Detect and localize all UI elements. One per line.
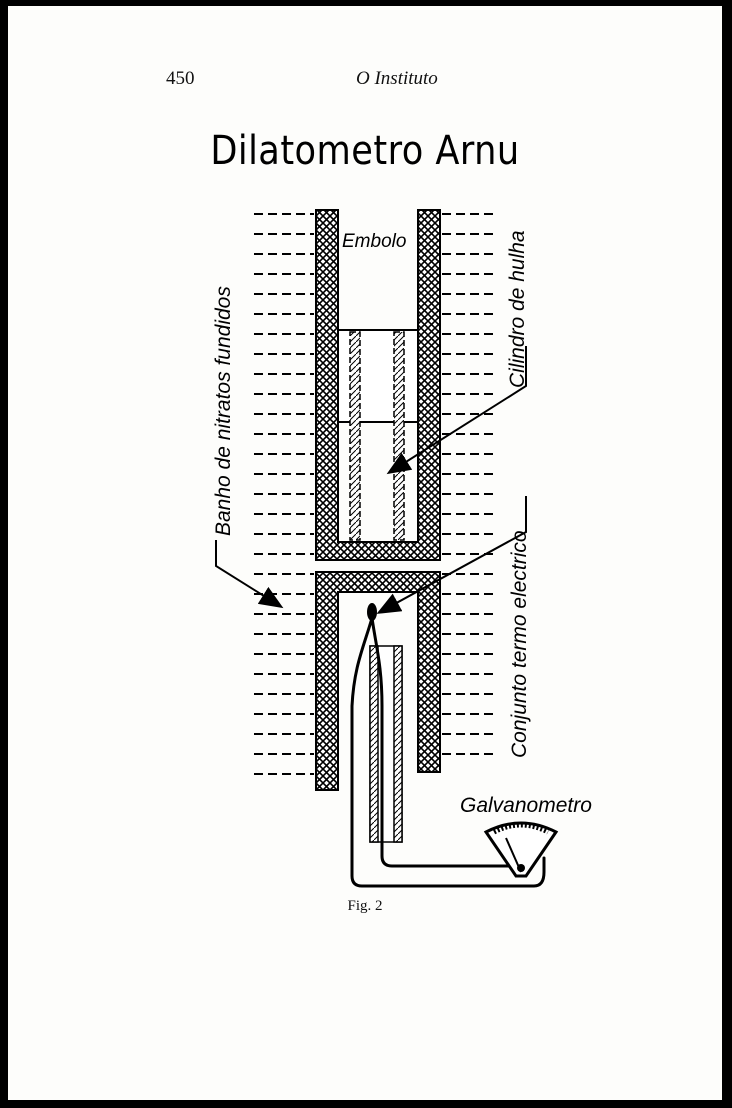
- upper-tube: [315, 209, 441, 561]
- label-piston: Embolo: [342, 231, 406, 252]
- figure-title: Dilatometro Arnu: [210, 128, 520, 174]
- bath-dashes-left: [254, 213, 314, 775]
- label-coal-cylinder: Cilindro de hulha: [506, 230, 529, 388]
- thermocouple-wires: [350, 616, 546, 888]
- page-number: 450: [166, 68, 195, 89]
- coal-cylinder: [349, 331, 405, 541]
- dilatometer-diagram: Embolo Cilindro de hulha Banho de nitrat…: [212, 209, 592, 888]
- bath-dashes-right: [442, 213, 496, 755]
- label-galvanometer: Galvanometro: [460, 794, 592, 817]
- book-page: 450 O Instituto Dilatometro Arnu: [8, 6, 722, 1100]
- lower-tube: [315, 571, 441, 791]
- label-bath: Banho de nitratos fundidos: [212, 286, 235, 536]
- galvanometer-icon: [483, 821, 559, 878]
- thermocouple-junction: [367, 603, 377, 621]
- label-thermocouple: Conjunto termo electrico: [508, 530, 531, 758]
- running-head: O Instituto: [356, 68, 438, 89]
- leader-lines: [215, 346, 527, 614]
- figure-caption: Fig. 2: [347, 898, 383, 914]
- thermocouple-sheath: [369, 645, 403, 843]
